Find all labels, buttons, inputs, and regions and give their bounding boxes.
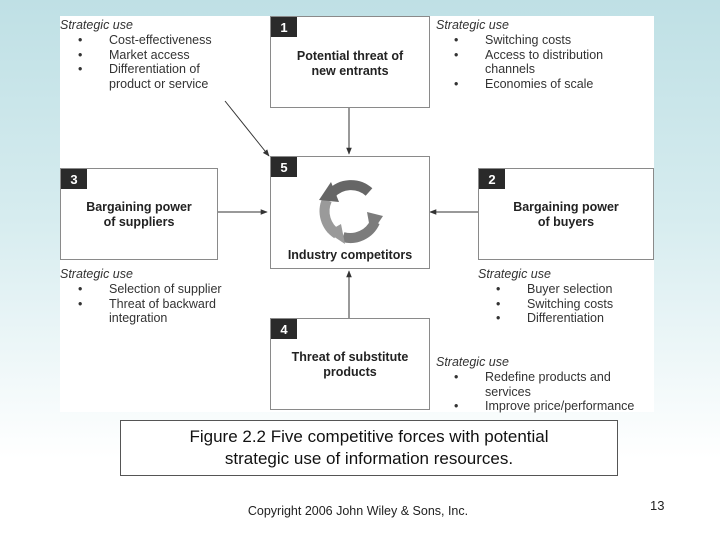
strategic-use-item: Selection of supplier: [60, 282, 222, 297]
force-title: Industry competitors: [287, 248, 413, 262]
force-box-suppliers: 3 Bargaining power of suppliers: [60, 168, 218, 260]
force-title: Bargaining power of suppliers: [86, 200, 192, 229]
strategic-use-new-entrants-right: Strategic use Switching costs Access to …: [436, 18, 603, 92]
strategic-use-substitutes: Strategic use Redefine products and serv…: [436, 355, 634, 414]
force-box-new-entrants: 1 Potential threat of new entrants: [270, 16, 430, 108]
strategic-use-item: Economies of scale: [436, 77, 603, 92]
force-title: Threat of substitute products: [291, 350, 409, 379]
force-box-buyers: 2 Bargaining power of buyers: [478, 168, 654, 260]
force-title: Potential threat of new entrants: [296, 49, 404, 78]
cycle-arrows-icon: [319, 180, 383, 244]
force-number: 5: [271, 157, 297, 177]
caption-line: strategic use of information resources.: [224, 449, 514, 468]
strategic-use-item: Threat of backward integration: [60, 297, 222, 327]
page-number: 13: [650, 498, 665, 513]
strategic-use-item: Switching costs: [436, 33, 603, 48]
strategic-use-item: Access to distribution channels: [436, 48, 603, 78]
force-number: 4: [271, 319, 297, 339]
strategic-use-heading: Strategic use: [60, 267, 133, 281]
strategic-use-item: Market access: [60, 48, 212, 63]
copyright-text: Copyright 2006 John Wiley & Sons, Inc.: [247, 504, 469, 518]
strategic-use-suppliers: Strategic use Selection of supplier Thre…: [60, 267, 222, 326]
force-box-industry-competitors: 5 Industry competitors: [270, 156, 430, 269]
strategic-use-item: Cost-effectiveness: [60, 33, 212, 48]
force-number: 3: [61, 169, 87, 189]
force-title: Bargaining power of buyers: [513, 200, 619, 229]
strategic-use-item: Differentiation: [478, 311, 613, 326]
caption-line: Figure 2.2 Five competitive forces with …: [189, 427, 549, 446]
force-number: 1: [271, 17, 297, 37]
strategic-use-item: Redefine products and services: [436, 370, 634, 400]
strategic-use-item: Buyer selection: [478, 282, 613, 297]
strategic-use-new-entrants-left: Strategic use Cost-effectiveness Market …: [60, 18, 212, 92]
strategic-use-item: Improve price/performance: [436, 399, 634, 414]
figure-caption: Figure 2.2 Five competitive forces with …: [120, 420, 618, 476]
strategic-use-item: Switching costs: [478, 297, 613, 312]
strategic-use-heading: Strategic use: [436, 355, 509, 369]
force-arrows: [218, 100, 478, 318]
strategic-use-heading: Strategic use: [436, 18, 509, 32]
strategic-use-heading: Strategic use: [60, 18, 133, 32]
arrow-strategic-use: [224, 100, 270, 157]
force-number: 2: [479, 169, 505, 189]
strategic-use-item: Differentiation of product or service: [60, 62, 212, 92]
strategic-use-heading: Strategic use: [478, 267, 551, 281]
diagram-panel: 1 Potential threat of new entrants 5 Ind…: [60, 16, 654, 414]
force-box-substitutes: 4 Threat of substitute products: [270, 318, 430, 410]
strategic-use-buyers: Strategic use Buyer selection Switching …: [478, 267, 613, 326]
